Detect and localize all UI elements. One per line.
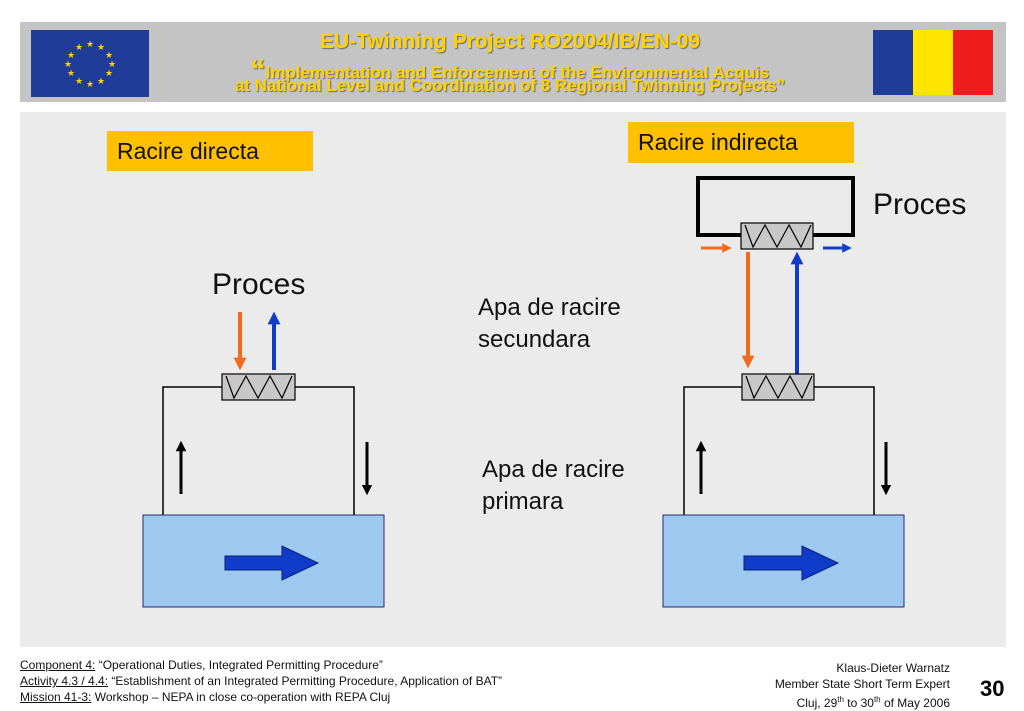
- header-title-line2-text: Implementation and Enforcement of the En…: [265, 63, 770, 82]
- footer-activity: Activity 4.3 / 4.4: “Establishment of an…: [20, 673, 502, 689]
- svg-text:★: ★: [105, 51, 113, 61]
- svg-text:★: ★: [105, 69, 113, 79]
- romania-flag-icon: [873, 30, 993, 95]
- header-bar: [20, 22, 1006, 102]
- page-number: 30: [980, 676, 1005, 701]
- label-direct-cooling: Racire directa: [107, 131, 313, 171]
- footer-date-suffix: of May 2006: [880, 696, 950, 710]
- svg-text:★: ★: [64, 60, 72, 70]
- process-label-left: Proces: [212, 268, 306, 301]
- process-label-right: Proces: [873, 188, 967, 221]
- secondary-water-line1: Apa de racire: [478, 294, 621, 321]
- footer-component-text: “Operational Duties, Integrated Permitti…: [95, 658, 383, 672]
- primary-water-line2: primara: [482, 488, 564, 515]
- footer-date-mid: to 30: [843, 696, 874, 710]
- footer-mission-text: Workshop – NEPA in close co-operation wi…: [91, 690, 391, 704]
- primary-water-line1: Apa de racire: [482, 456, 625, 483]
- header-title-line3: at National Level and Coordination of 8 …: [234, 76, 786, 95]
- footer-author: Klaus-Dieter Warnatz: [836, 661, 950, 675]
- indirect-cooling-loop: [683, 386, 875, 515]
- svg-text:★: ★: [86, 80, 94, 90]
- footer-date-sup1: th: [837, 695, 844, 704]
- header-title-line2: “Implementation and Enforcement of the E…: [150, 54, 870, 88]
- svg-text:★: ★: [75, 77, 83, 87]
- svg-text:★: ★: [86, 40, 94, 50]
- heat-exchanger-left-icon: [221, 373, 296, 401]
- footer-activity-key: Activity 4.3 / 4.4:: [20, 674, 109, 688]
- svg-text:★: ★: [67, 69, 75, 79]
- primary-water-label: Apa de racire primara: [482, 454, 625, 518]
- footer-component-key: Component 4:: [20, 658, 96, 672]
- direct-cooling-loop: [162, 386, 355, 515]
- water-flow-arrow-left: [224, 545, 320, 581]
- footer-right: Klaus-Dieter Warnatz Member State Short …: [775, 660, 950, 711]
- water-flow-arrow-right: [743, 545, 840, 581]
- label-indirect-cooling: Racire indirecta: [628, 122, 854, 163]
- footer-component: Component 4: “Operational Duties, Integr…: [20, 657, 502, 673]
- header-open-quote: “: [250, 54, 266, 87]
- secondary-water-label: Apa de racire secundara: [478, 292, 621, 356]
- footer-role: Member State Short Term Expert: [774, 677, 950, 691]
- footer-mission: Mission 41-3: Workshop – NEPA in close c…: [20, 689, 502, 705]
- footer-date-sup2: th: [873, 695, 881, 704]
- header-title-line1: EU-Twinning Project RO2004/IB/EN-09: [319, 30, 701, 53]
- eu-flag-icon: ★ ★ ★ ★ ★ ★ ★ ★ ★ ★ ★ ★: [31, 30, 149, 97]
- heat-exchanger-bottom-icon: [741, 373, 815, 401]
- svg-text:★: ★: [75, 43, 83, 53]
- footer-date-prefix: Cluj, 29: [796, 696, 838, 710]
- footer-activity-text: “Establishment of an Integrated Permitti…: [108, 674, 503, 688]
- footer-mission-key: Mission 41-3:: [20, 690, 92, 704]
- footer-left: Component 4: “Operational Duties, Integr…: [20, 657, 502, 705]
- secondary-water-line2: secundara: [478, 326, 591, 353]
- svg-text:★: ★: [108, 60, 116, 70]
- svg-text:★: ★: [97, 43, 105, 53]
- svg-text:★: ★: [97, 77, 105, 87]
- footer-date: Cluj, 29th to 30th of May 2006: [775, 692, 950, 711]
- svg-text:★: ★: [67, 51, 75, 61]
- heat-exchanger-top-icon: [740, 222, 814, 250]
